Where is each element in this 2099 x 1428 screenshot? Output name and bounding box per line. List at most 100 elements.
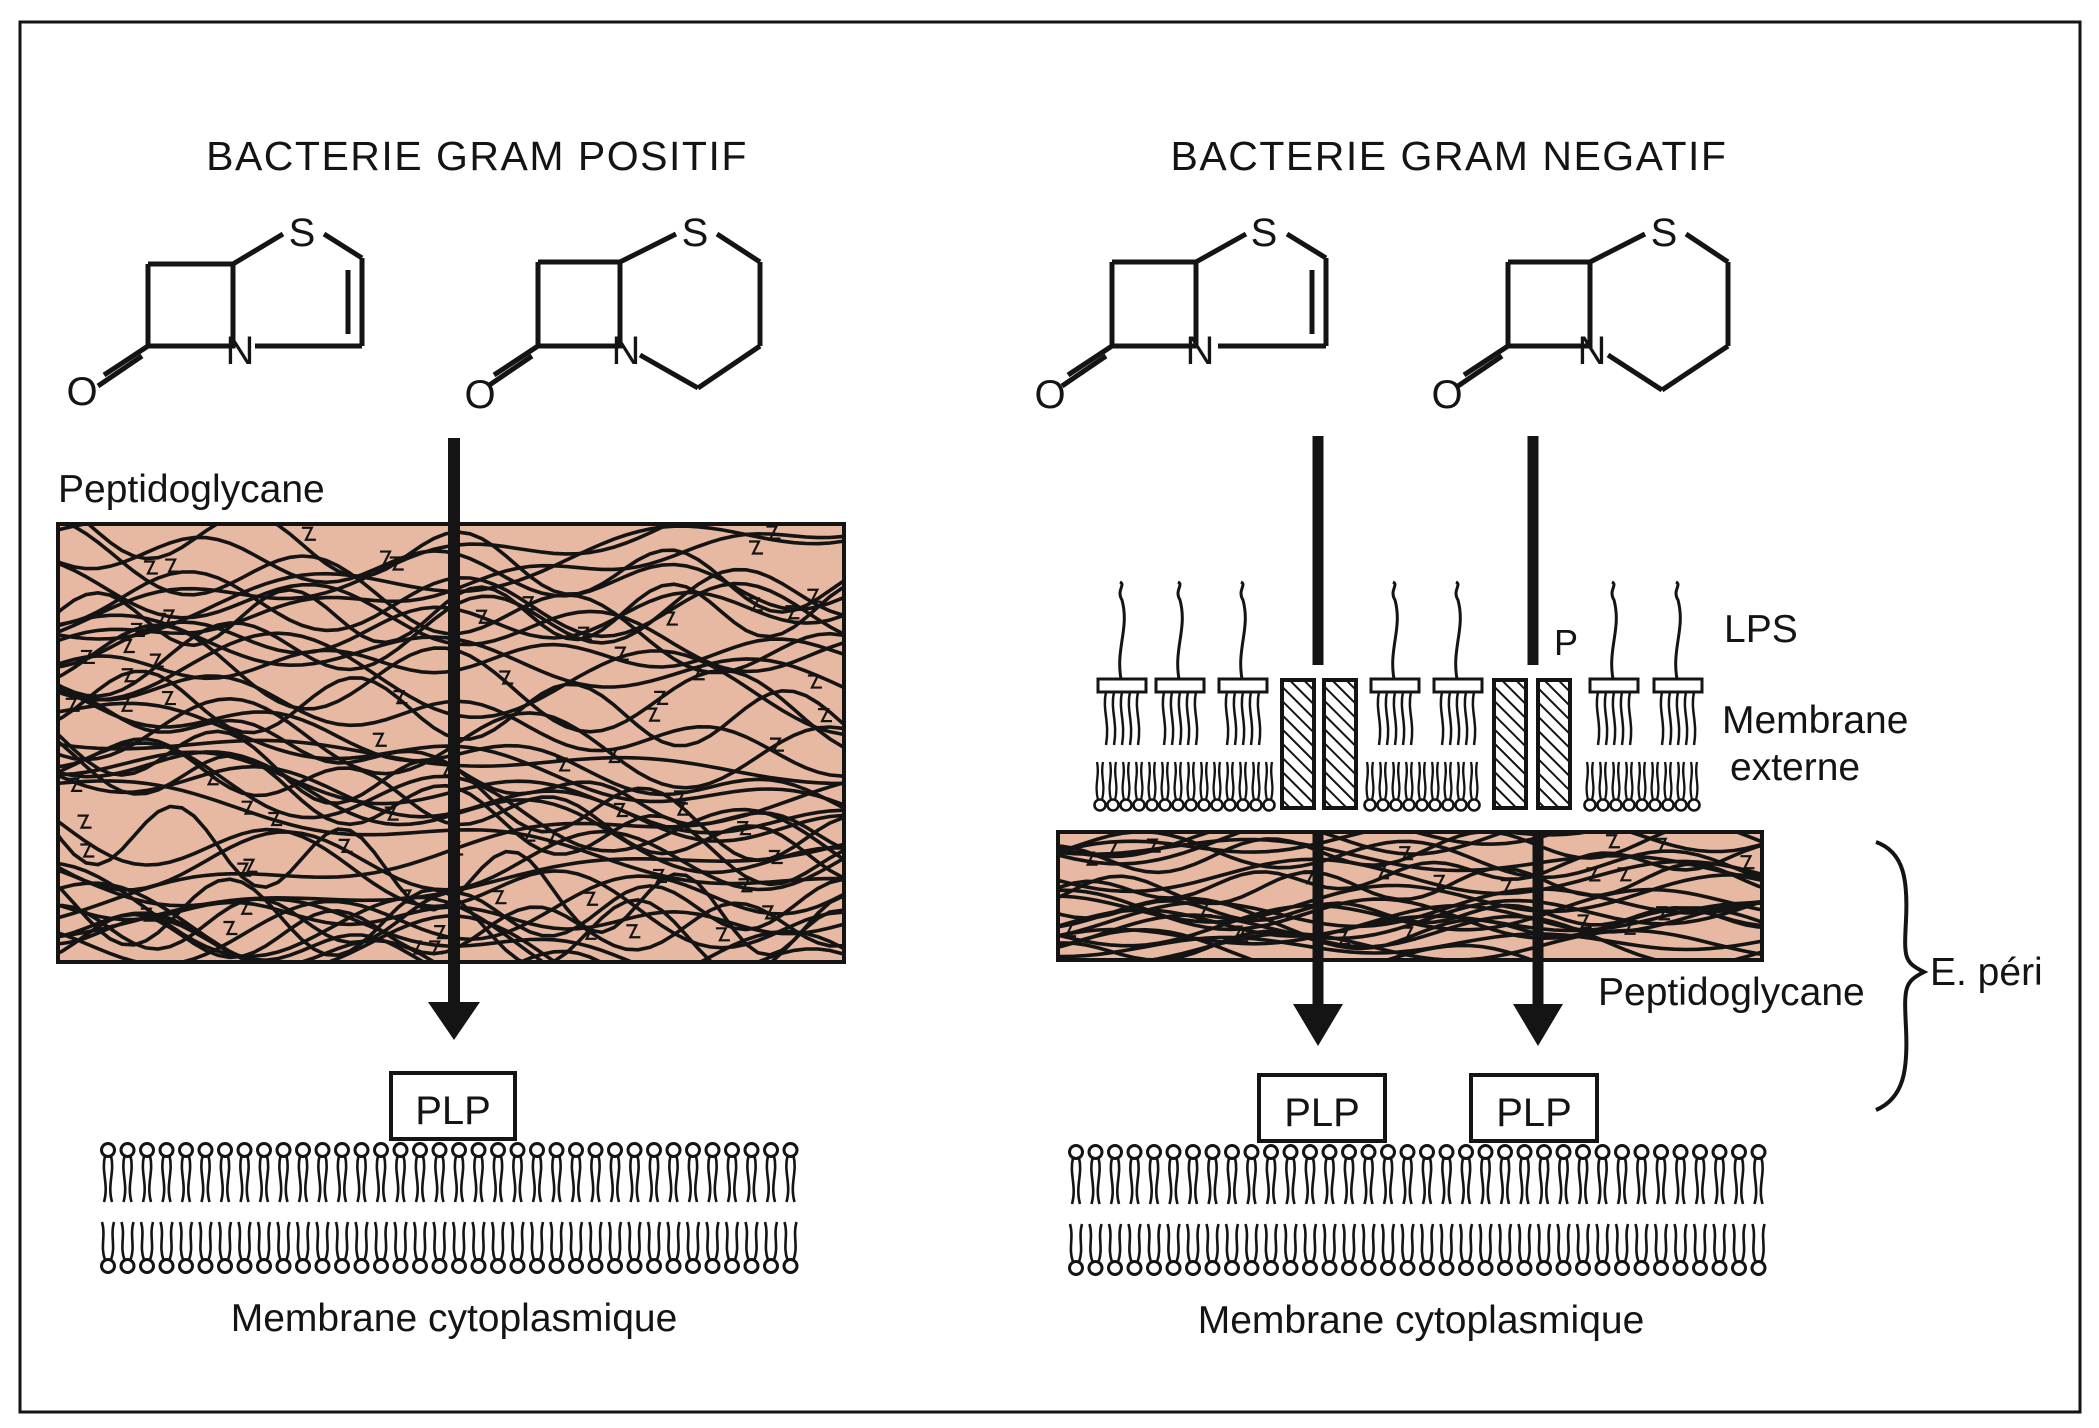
- lipid-tail: [1068, 1223, 1075, 1263]
- cross-link: [582, 925, 597, 940]
- lipid-tail: [570, 1155, 576, 1203]
- cross-link: [241, 800, 256, 815]
- lipid-tail: [1408, 1157, 1413, 1205]
- lipid-head: [1609, 798, 1623, 812]
- lipid-head: [1614, 1144, 1630, 1160]
- lps-core: [1588, 677, 1640, 694]
- lipid-a-tail: [1224, 691, 1230, 746]
- lipid-tail: [1421, 1157, 1427, 1205]
- lipid-tail: [1391, 761, 1396, 801]
- cross-link: [393, 690, 408, 705]
- peptidoglycan-strand: [1058, 887, 1762, 948]
- membrane-label: Membrane cytoplasmique: [231, 1297, 678, 1340]
- lipid-tail: [304, 1221, 311, 1261]
- lipid-tail: [752, 1155, 757, 1203]
- cross-link: [1375, 865, 1390, 880]
- lipid-head: [646, 1142, 662, 1158]
- lipid-head: [1126, 1260, 1143, 1276]
- lipid-tail: [1160, 761, 1165, 801]
- lipid-head: [1107, 1260, 1123, 1276]
- periplasm-label: E. péri: [1930, 951, 2043, 994]
- lipid-tail: [694, 1221, 701, 1261]
- lipid-tail: [1155, 1223, 1162, 1263]
- cross-link: [400, 889, 415, 904]
- lipid-head: [314, 1258, 331, 1274]
- cross-link: [77, 814, 92, 829]
- cross-link: [1197, 902, 1212, 917]
- lipid-tail: [1499, 1157, 1505, 1205]
- lipid-tail: [1753, 1157, 1758, 1205]
- lipid-head: [548, 1258, 565, 1274]
- lipid-head: [158, 1258, 175, 1274]
- lipid-tail: [256, 1221, 263, 1261]
- lipid-head: [724, 1258, 740, 1274]
- lipid-tail: [1419, 1223, 1426, 1263]
- lipid-tail: [1226, 1157, 1232, 1205]
- peptidoglycan-strand: [58, 561, 844, 674]
- lipid-a-tail: [1161, 691, 1167, 746]
- lipid-tail: [1583, 1157, 1589, 1205]
- lipid-tail: [264, 1155, 270, 1203]
- porin-label: P: [1554, 622, 1578, 663]
- porin-2a: [1492, 678, 1528, 810]
- peptidoglycan-strand: [1058, 843, 1762, 900]
- lipid-tail: [519, 1221, 525, 1261]
- lipid-a-tail: [1675, 691, 1681, 746]
- porin-1a: [1280, 678, 1316, 810]
- peptidoglycan-fibers: [58, 524, 844, 962]
- lipid-tail: [161, 1155, 166, 1203]
- lipid-tail: [1174, 1157, 1179, 1205]
- lipid-a-tail: [1627, 691, 1633, 746]
- lipid-tail: [434, 1155, 439, 1203]
- lipid-tail: [1154, 1157, 1160, 1205]
- lipid-a-tail: [1683, 691, 1689, 746]
- cross-link: [1655, 837, 1670, 852]
- lipid-head: [1633, 1144, 1650, 1160]
- peptidoglycan-strand: [58, 779, 844, 886]
- cross-link: [1586, 867, 1601, 882]
- lipid-tail: [393, 1221, 399, 1261]
- lipid-tail: [1673, 1223, 1679, 1263]
- lipid-head: [178, 1258, 194, 1274]
- lipid-tail: [1116, 1223, 1123, 1263]
- lipid-tail: [451, 1221, 458, 1261]
- lipid-tail: [401, 1155, 406, 1203]
- lipid-head: [1536, 1144, 1552, 1160]
- lipid-tail: [1682, 1223, 1688, 1263]
- peptidoglycan-strand: [58, 868, 637, 962]
- lipid-tail: [1253, 1223, 1259, 1263]
- lipid-tail: [381, 1155, 387, 1203]
- lipid-head: [1158, 798, 1172, 812]
- lipid-head: [256, 1142, 272, 1158]
- lps-o-antigen: [1674, 580, 1682, 685]
- cross-link: [1617, 867, 1632, 882]
- cross-link: [243, 858, 258, 873]
- lipid-tail: [744, 1221, 750, 1261]
- lipid-head: [1087, 1144, 1104, 1160]
- cross-link: [379, 550, 394, 565]
- lipid-tail: [186, 1155, 192, 1203]
- lipid-tail: [1173, 761, 1178, 801]
- lipid-tail: [1148, 1157, 1154, 1205]
- lipid-tail: [785, 1155, 790, 1203]
- lipid-tail: [746, 1155, 751, 1203]
- sulfur-atom: S: [289, 211, 316, 255]
- lipid-tail: [1422, 761, 1427, 801]
- lipid-head: [1467, 798, 1481, 812]
- lipid-tail: [129, 1221, 135, 1261]
- lipid-tail: [102, 1155, 108, 1203]
- lipid-head: [607, 1142, 623, 1158]
- lipid-tail: [772, 1221, 779, 1261]
- lipid-tail: [375, 1155, 381, 1203]
- lipid-head: [178, 1142, 194, 1158]
- cross-link: [204, 771, 219, 786]
- lipid-tail: [733, 1221, 740, 1261]
- lipid-tail: [402, 1221, 408, 1261]
- lipid-tail: [354, 1221, 360, 1261]
- lipid-tail: [1166, 1223, 1172, 1263]
- lipid-tail: [1577, 1157, 1583, 1205]
- lipid-tail: [159, 1221, 165, 1261]
- lipid-tail: [693, 1155, 699, 1203]
- peptidoglycan-strand: [1058, 862, 1762, 906]
- lipid-tail: [100, 1221, 107, 1261]
